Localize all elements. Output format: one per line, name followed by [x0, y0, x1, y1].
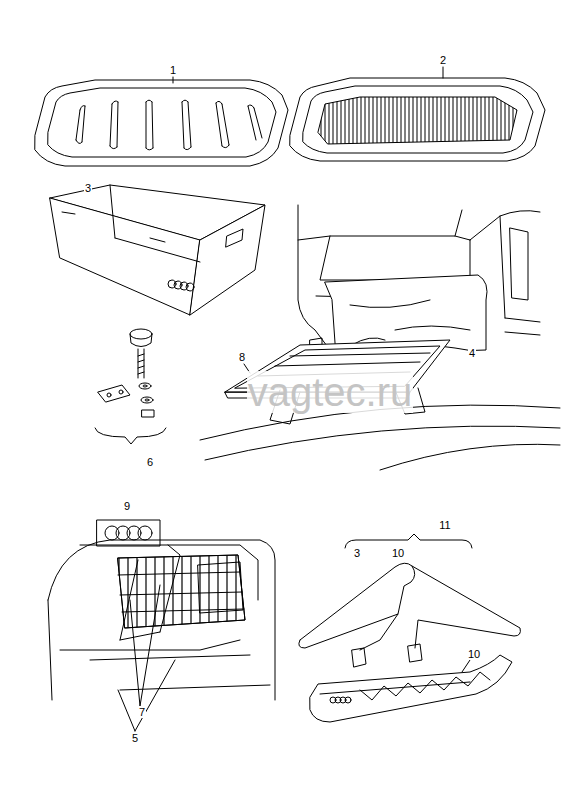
leader-lines [92, 67, 470, 731]
audi-rings-badge [97, 520, 160, 546]
callout-number: 10 [391, 547, 405, 559]
callout-number: 4 [468, 347, 476, 359]
watermark: vagtec.ru [247, 371, 414, 413]
boot-tray-fine-ribs [290, 78, 545, 161]
callout-number: 5 [131, 732, 139, 744]
callout-number: 7 [138, 706, 146, 718]
callout-number: 8 [238, 351, 246, 363]
callout-number: 2 [439, 54, 447, 66]
callout-number: 10 [467, 648, 481, 660]
boot-tray-ribbed [35, 80, 288, 166]
storage-box [50, 185, 265, 315]
callout-number: 6 [146, 456, 154, 468]
luggage-compartment-divider [48, 540, 275, 700]
boot-protective-cover [298, 205, 540, 357]
group-bracket [345, 534, 472, 548]
coat-hanger [299, 563, 521, 667]
callout-number: 3 [353, 547, 361, 559]
roof-rack [200, 340, 560, 470]
mounting-hardware [95, 329, 166, 444]
callout-number: 1 [169, 64, 177, 76]
callout-number: 11 [438, 519, 451, 531]
callout-number: 3 [84, 182, 92, 194]
hanger-bar [310, 655, 512, 722]
callout-number: 9 [123, 500, 131, 512]
